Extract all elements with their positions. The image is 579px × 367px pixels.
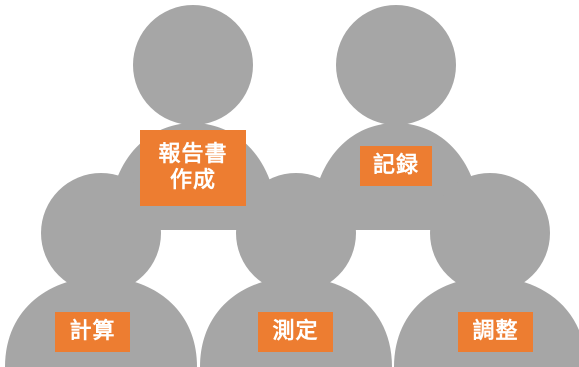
role-tag-record-label: 記録 — [372, 153, 419, 178]
role-tag-report-line2: 作成 — [169, 168, 216, 193]
person-head — [336, 5, 456, 125]
role-tag-calc-label: 計算 — [69, 319, 116, 344]
person-head — [41, 173, 161, 293]
role-tag-record: 記録 — [360, 146, 432, 186]
person-head — [430, 173, 550, 293]
role-tag-measure: 測定 — [258, 312, 333, 352]
role-tag-report: 報告書 作成 — [140, 130, 246, 206]
person-head — [236, 173, 356, 293]
role-tag-calc: 計算 — [55, 312, 130, 352]
role-tag-report-line1: 報告書 — [158, 142, 228, 167]
role-tag-measure-label: 測定 — [272, 319, 319, 344]
role-tag-adjust-label: 調整 — [472, 319, 519, 344]
person-head — [133, 5, 253, 125]
role-tag-adjust: 調整 — [458, 312, 533, 352]
